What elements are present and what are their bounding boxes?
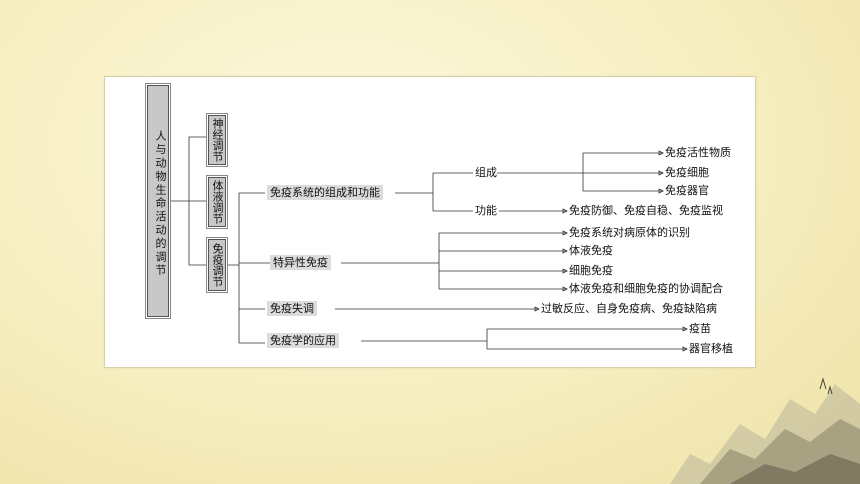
node-humoral-regulation: 体液调节 bbox=[206, 175, 228, 229]
branch-composition-function: 免疫系统的组成和功能 bbox=[267, 185, 383, 200]
item-immune-organs: 免疫器官 bbox=[665, 184, 709, 197]
item-pathogen-recognition: 免疫系统对病原体的识别 bbox=[569, 226, 690, 239]
connector-lines bbox=[171, 136, 688, 352]
branch-specific-immunity: 特异性免疫 bbox=[270, 255, 331, 270]
node-neural-regulation: 神经调节 bbox=[206, 113, 228, 167]
root-node: 人与动物生命活动的调节 bbox=[145, 83, 171, 319]
item-vaccine: 疫苗 bbox=[689, 322, 711, 335]
concept-map-panel: 人与动物生命活动的调节 神经调节 体液调节 免疫调节 免疫系统的组成和功能 组成… bbox=[104, 76, 756, 368]
item-humoral-immunity: 体液免疫 bbox=[569, 244, 613, 257]
branch-immunology-application: 免疫学的应用 bbox=[267, 333, 339, 348]
sub-composition: 组成 bbox=[475, 166, 497, 179]
ink-mountain-decoration bbox=[670, 377, 860, 484]
item-coordination: 体液免疫和细胞免疫的协调配合 bbox=[569, 282, 723, 295]
node-immune-regulation: 免疫调节 bbox=[206, 237, 228, 293]
item-cellular-immunity: 细胞免疫 bbox=[569, 264, 613, 277]
item-function-detail: 免疫防御、免疫自稳、免疫监视 bbox=[569, 204, 723, 217]
item-organ-transplant: 器官移植 bbox=[689, 342, 733, 355]
sub-function: 功能 bbox=[475, 204, 497, 217]
item-immune-cells: 免疫细胞 bbox=[665, 166, 709, 179]
branch-immune-disorder: 免疫失调 bbox=[267, 301, 317, 316]
item-disorder-detail: 过敏反应、自身免疫病、免疫缺陷病 bbox=[541, 302, 717, 315]
item-active-substance: 免疫活性物质 bbox=[665, 146, 731, 159]
